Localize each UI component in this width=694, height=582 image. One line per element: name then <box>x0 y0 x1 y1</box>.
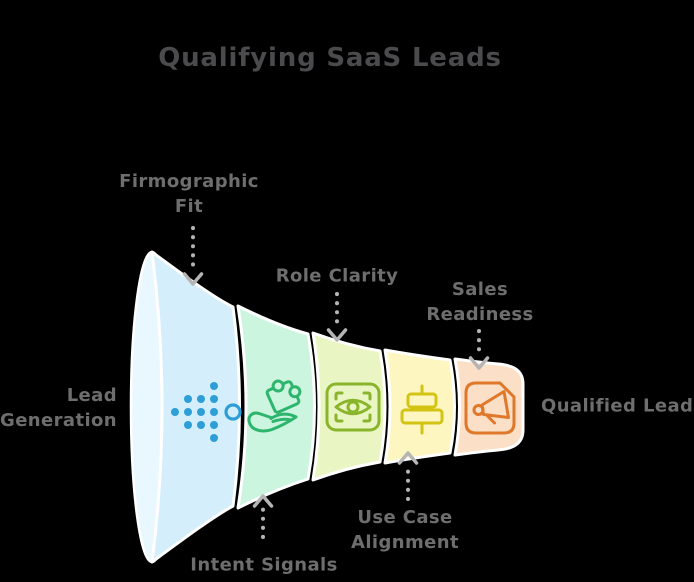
label-firmographic-fit: Firmographic Fit <box>119 171 259 217</box>
eye-scan-icon <box>325 382 381 432</box>
label-intent-signals: Intent Signals <box>190 554 338 576</box>
label-qualified-lead: Qualified Lead <box>541 395 694 417</box>
arrow-use-case <box>397 451 419 501</box>
align-center-icon <box>400 384 444 435</box>
dots-arrow-icon <box>171 382 242 442</box>
page-title: Qualifying SaaS Leads <box>158 43 502 73</box>
label-use-case-alignment: Use Case Alignment <box>351 507 459 553</box>
stage-segment-firmographic <box>150 250 241 564</box>
arrow-intent-signals <box>252 494 274 539</box>
megaphone-icon <box>464 381 516 435</box>
hand-puzzle-icon <box>247 379 302 433</box>
arrow-firmographic-fit <box>182 226 204 286</box>
callout-arrows <box>182 226 490 539</box>
label-role-clarity: Role Clarity <box>275 265 399 287</box>
stage-segment-intent <box>236 304 316 510</box>
arrow-sales-readiness <box>468 329 490 370</box>
arrow-role-clarity <box>326 292 348 342</box>
label-lead-generation: Lead Generation <box>0 385 117 431</box>
label-sales-readiness: Sales Readiness <box>426 279 534 325</box>
